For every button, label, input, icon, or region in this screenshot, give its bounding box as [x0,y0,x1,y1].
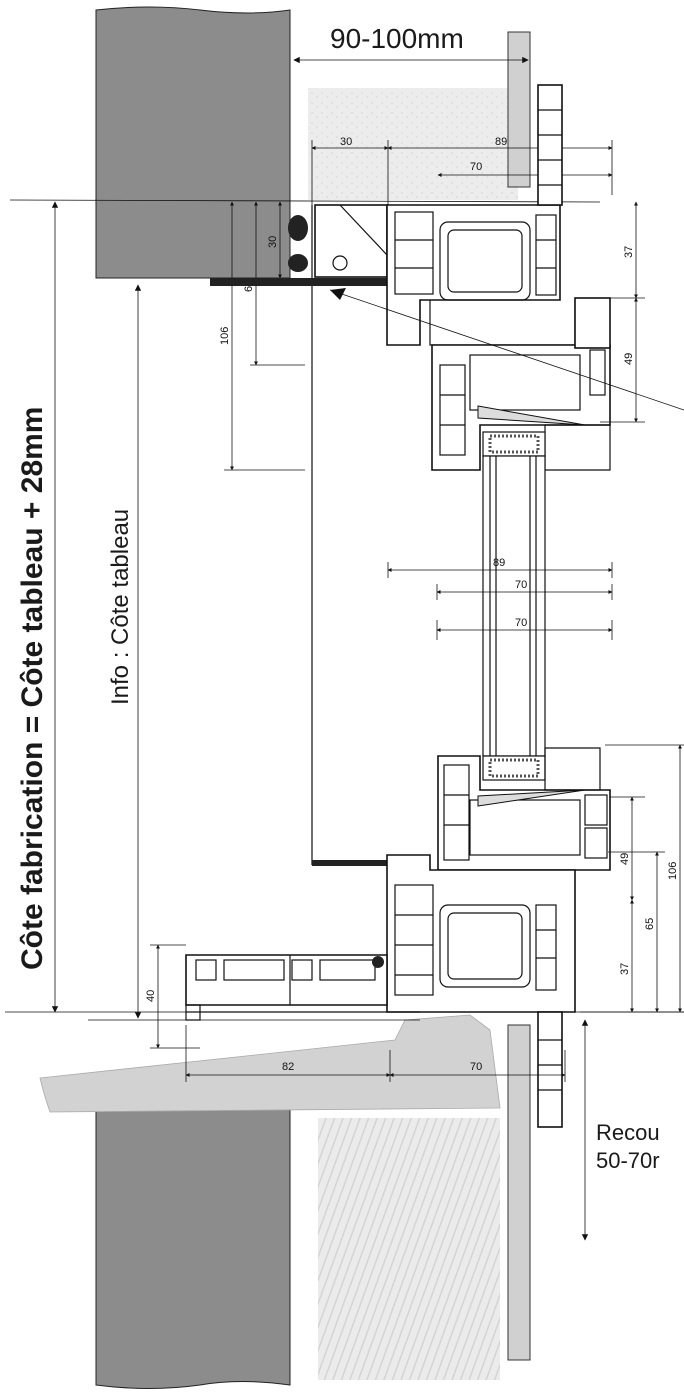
top-gasket-1 [288,215,308,241]
upper-insulation [308,88,518,200]
info-label: Info : Côte tableau [107,509,134,705]
dimension-label-d106_bot_right: 106 [667,862,679,880]
dimension-label-d70_mid_b: 70 [515,617,527,629]
top-sash-profile [431,344,611,471]
dimension-label-d89_mid: 89 [493,557,505,569]
dimension-label-d82_sill: 82 [282,1061,294,1073]
top-flashing [210,278,388,286]
interior-sill-profile [185,954,420,1021]
glazing-unit [482,431,546,781]
lower-wall [95,1107,291,1389]
dimension-label-d70_top: 70 [470,161,482,173]
dimension-label-d40_sill: 40 [145,990,157,1002]
bottom-sash-profile [437,747,611,871]
upper-wall [95,6,291,279]
dimension-label-d30_top: 30 [340,136,352,148]
lower-cladding [507,1024,531,1361]
dimension-label-d37_top_right: 37 [623,246,635,258]
fabrication-label: Côte fabrication = Côte tableau + 28mm [16,407,49,970]
top-gasket-2 [288,254,308,272]
dimension-label-d37_bot_right: 37 [619,963,631,975]
dimension-label-d106_side: 106 [219,327,231,345]
upper-cladding [507,31,531,188]
overlap-label-line2: 50-70r [596,1148,660,1173]
dimension-label-d89_top: 89 [495,136,507,148]
overlap-label-line1: Recou [596,1120,660,1145]
bottom-flashing [312,860,387,866]
dimension-label-d49_top_right: 49 [623,353,635,365]
dimension-label-d70_sill: 70 [470,1061,482,1073]
lower-insulation [318,1118,500,1380]
dimension-label-d70_mid_a: 70 [515,579,527,591]
top-dimension-label: 90-100mm [330,23,464,54]
bottom-frame-profile [386,854,576,1013]
dimension-label-d30_side: 30 [267,236,279,248]
dimension-label-d6_side: 6 [243,286,255,292]
dimension-label-d49_bot_right: 49 [619,853,631,865]
exterior-sill [39,1014,501,1113]
dimension-label-d65_bot_right: 65 [644,918,656,930]
top-frame-profile [314,204,576,346]
